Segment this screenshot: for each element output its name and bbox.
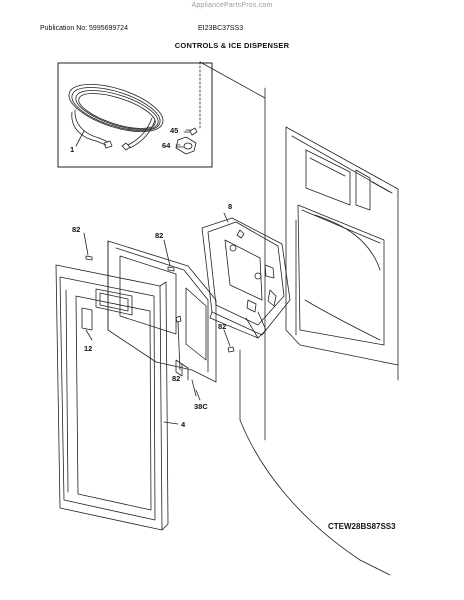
callout-8: 8 (228, 202, 232, 211)
callout-1: 1 (70, 145, 74, 154)
callout-12: 12 (84, 344, 92, 353)
publication-number: Publication No: 5995699724 (40, 25, 128, 32)
diagram-code: CTEW28BS87SS3 (328, 522, 396, 531)
screws-82 (85, 255, 235, 353)
leader-lines (83, 129, 231, 425)
callout-82-lower: 82 (172, 374, 180, 383)
tubing-kit-inset (57, 62, 213, 168)
callout-82-board: 82 (155, 231, 163, 240)
callout-82-left: 82 (72, 225, 80, 234)
callout-4: 4 (181, 420, 186, 429)
section-title: CONTROLS & ICE DISPENSER (174, 41, 290, 50)
front-panel-4 (55, 264, 169, 531)
callout-82-bracket: 82 (218, 322, 226, 331)
callout-38c: 38C (194, 402, 208, 411)
clamp-64 (175, 136, 197, 155)
door-assembly (199, 61, 399, 576)
watermark: AppliancePartsPros.com (191, 2, 273, 9)
control-board-assembly (107, 240, 217, 397)
ice-chute-bracket-8 (201, 217, 291, 339)
model-number: EI23BC37SS3 (198, 25, 244, 32)
callout-45: 45 (170, 126, 178, 135)
fitting-45 (183, 127, 198, 136)
callout-labels: 1 45 64 8 82 82 82 82 12 38C 4 (70, 126, 232, 429)
display-window-12 (95, 288, 133, 316)
callout-64: 64 (162, 141, 171, 150)
water-tubing-coil (68, 84, 164, 151)
